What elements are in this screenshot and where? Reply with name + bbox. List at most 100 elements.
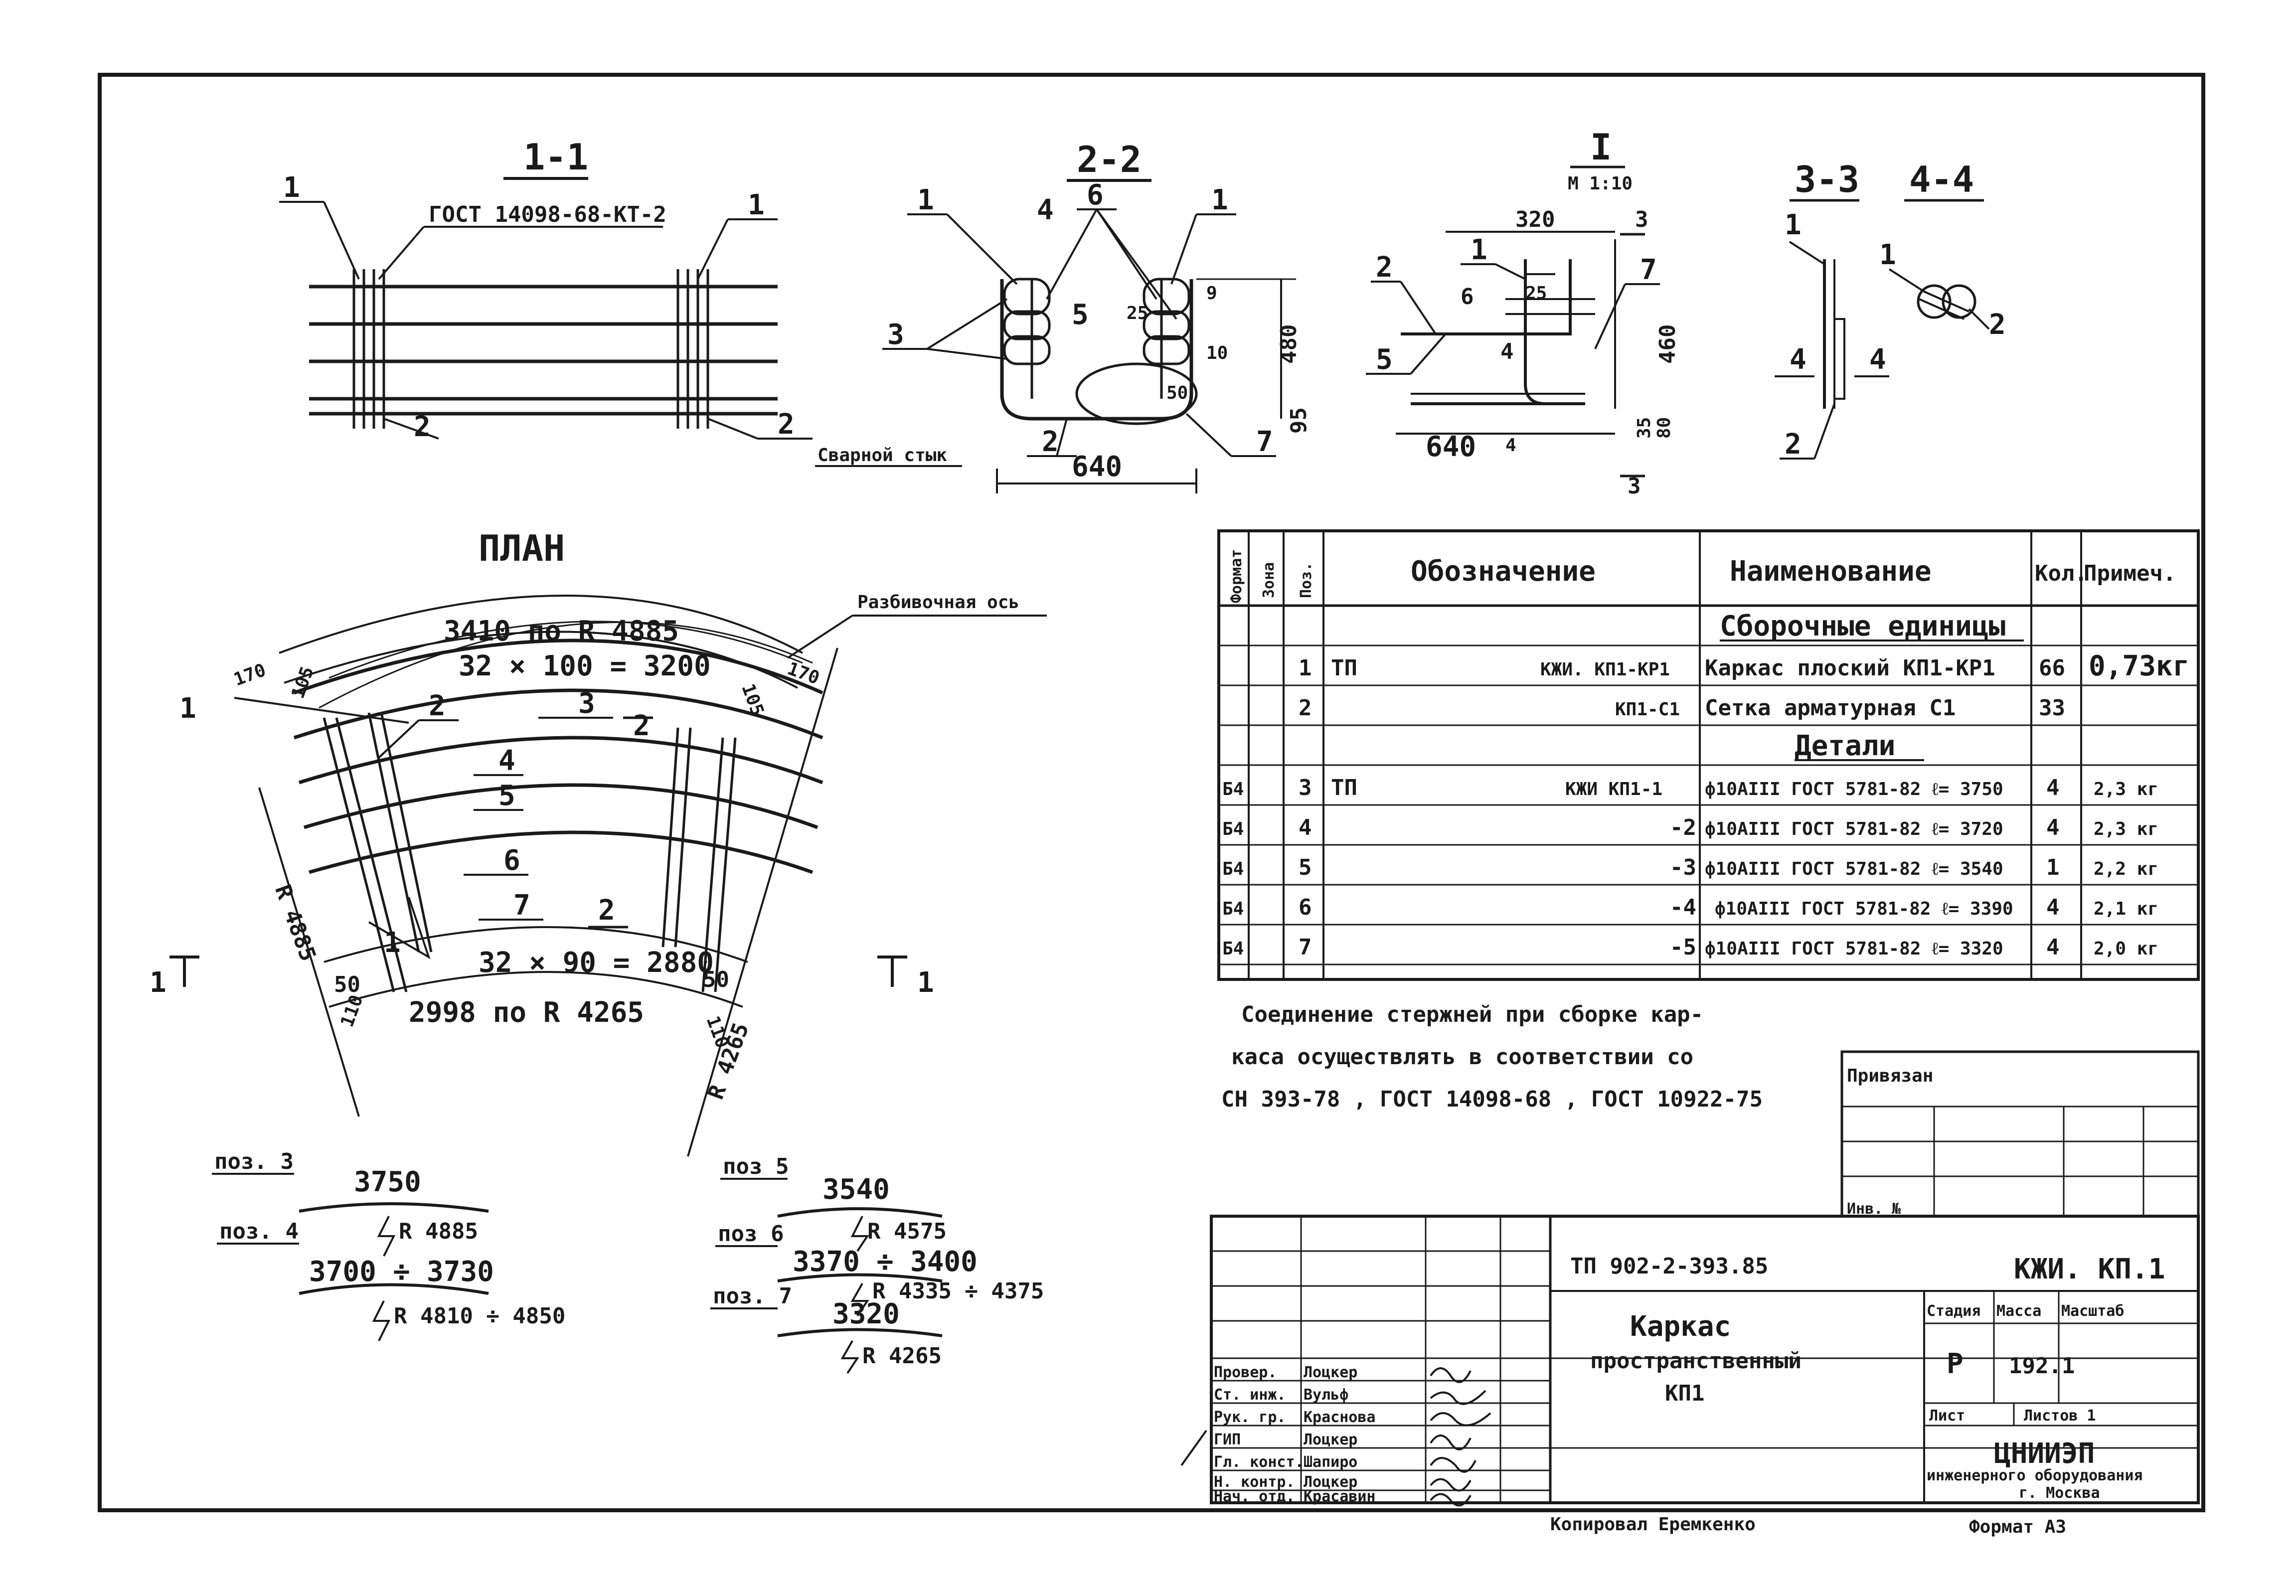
stamp-role-name: Шапиро xyxy=(1304,1453,1357,1471)
stamp-role: Н. контр. xyxy=(1214,1473,1295,1491)
detail-I-dim-320: 320 xyxy=(1515,207,1555,232)
stamp-role-name: Лоцкер xyxy=(1304,1473,1357,1491)
detail-I-label-4: 4 xyxy=(1500,339,1514,364)
bend-r4810: R 4810 ÷ 4850 xyxy=(394,1303,565,1329)
section-2-2: 2-2 1 1 4 6 3 5 25 2 7 xyxy=(882,139,1312,493)
stamp-mass-value: 192.1 xyxy=(2009,1353,2075,1379)
detail-I-title: I xyxy=(1590,126,1612,168)
section-3-3-label-4a: 4 xyxy=(1790,343,1806,376)
plan-label-5: 5 xyxy=(498,780,515,812)
section-1-1-label-1b: 1 xyxy=(748,189,765,221)
bend-len3: 3750 xyxy=(354,1166,421,1198)
detail-I-label-2: 2 xyxy=(1376,251,1393,284)
svg-text:Б4: Б4 xyxy=(1222,859,1244,879)
svg-text:Б4: Б4 xyxy=(1222,819,1244,839)
svg-text:ф10АIII ГОСТ 5781-82 ℓ= 3320: ф10АIII ГОСТ 5781-82 ℓ= 3320 xyxy=(1705,939,2003,959)
svg-text:ТП: ТП xyxy=(1331,655,1357,681)
stamp-role-name: Краснова xyxy=(1304,1409,1376,1426)
svg-text:33: 33 xyxy=(2039,695,2065,721)
spec-row: Б4 6 -4 ф10АIII ГОСТ 5781-82 ℓ= 3390 4 2… xyxy=(1222,895,2158,920)
note-line-3: СН 393-78 , ГОСТ 14098-68 , ГОСТ 10922-7… xyxy=(1221,1087,1763,1112)
svg-text:-5: -5 xyxy=(1670,935,1696,960)
spec-row: Б4 7 -5 ф10АIII ГОСТ 5781-82 ℓ= 3320 4 2… xyxy=(1222,935,2158,960)
stamp-organization-city: г. Москва xyxy=(2019,1484,2100,1502)
bend-pos4-label: поз. 4 xyxy=(219,1219,299,1244)
sheet-frame xyxy=(98,73,2205,1512)
stamp-sheets-header: Листов 1 xyxy=(2024,1407,2096,1425)
plan-dim-170a: 170 xyxy=(231,660,269,690)
stamp-role-name: Красавин xyxy=(1304,1488,1376,1505)
plan-inner-division-dim: 32 × 90 = 2880 xyxy=(479,947,714,979)
bend-r4885: R 4885 xyxy=(399,1219,478,1244)
section-1-1-label-1a: 1 xyxy=(283,171,300,204)
plan-inner-arc-dim: 2998 по R 4265 xyxy=(409,996,644,1029)
section-2-2-dim-50: 50 xyxy=(1166,383,1188,403)
plan-section-mark-mid2: 2 xyxy=(598,894,615,927)
spec-row: Б4 5 -3 ф10АIII ГОСТ 5781-82 ℓ= 3540 1 2… xyxy=(1222,855,2158,880)
svg-text:2,3 кг: 2,3 кг xyxy=(2094,819,2158,839)
attached-label: Привязан xyxy=(1847,1066,1933,1086)
bend-pos7-label: поз. 7 xyxy=(713,1283,792,1309)
section-3-3-label-2: 2 xyxy=(1785,428,1802,461)
bend-pos5-label: поз 5 xyxy=(723,1154,789,1179)
detail-I-dim-35: 35 xyxy=(1634,417,1654,439)
stamp-title-line-3: КП1 xyxy=(1665,1381,1704,1406)
svg-text:2: 2 xyxy=(1299,695,1312,721)
svg-text:4: 4 xyxy=(2046,815,2060,840)
spec-header-name: Наименование xyxy=(1730,555,1932,588)
svg-text:ф10АIII ГОСТ 5781-82 ℓ= 3390: ф10АIII ГОСТ 5781-82 ℓ= 3390 xyxy=(1715,899,2013,919)
section-1-1-label-2b: 2 xyxy=(778,408,795,441)
bend-scheme-left: поз. 3 3750 поз. 4 R 4885 3700 ÷ 3730 R … xyxy=(212,1149,565,1341)
spec-header-note: Примеч. xyxy=(2084,561,2176,586)
svg-text:4: 4 xyxy=(2046,935,2060,960)
spec-header-pos: Поз. xyxy=(1298,562,1315,598)
detail-I-label-7: 7 xyxy=(1640,254,1657,286)
detail-I-label-3: 3 xyxy=(1635,207,1648,232)
bend-pos6-label: поз 6 xyxy=(718,1221,784,1247)
section-2-2-label-5: 5 xyxy=(1072,299,1089,331)
section-2-2-label-7: 7 xyxy=(1256,426,1273,458)
svg-text:2,0 кг: 2,0 кг xyxy=(2094,939,2158,959)
bend-pos3-label: поз. 3 xyxy=(214,1149,294,1174)
stamp-document-code: ТП 902-2-393.85 xyxy=(1570,1254,1768,1279)
section-2-2-label-3: 3 xyxy=(887,319,904,351)
bend-len4: 3700 ÷ 3730 xyxy=(309,1256,494,1288)
section-2-2-label-4: 4 xyxy=(1037,194,1054,226)
footer-format: Формат А3 xyxy=(1969,1517,2066,1537)
svg-text:ф10АIII ГОСТ 5781-82 ℓ= 3540: ф10АIII ГОСТ 5781-82 ℓ= 3540 xyxy=(1705,859,2003,879)
svg-text:2,2 кг: 2,2 кг xyxy=(2094,859,2158,879)
svg-text:66: 66 xyxy=(2039,655,2065,681)
section-3-3-label-4b: 4 xyxy=(1869,343,1886,376)
svg-text:0,73кг: 0,73кг xyxy=(2089,650,2189,682)
plan-radius-outer: R 4885 xyxy=(270,881,321,964)
attached-box: Привязан Инв. № xyxy=(1840,1050,2200,1218)
section-2-2-dim-480: 480 xyxy=(1276,324,1302,364)
plan-dim-110a: 110 xyxy=(337,992,367,1030)
detail-I-dim-25: 25 xyxy=(1525,283,1547,304)
svg-text:1: 1 xyxy=(2046,855,2060,880)
plan-label-1: 1 xyxy=(179,692,196,725)
stamp-role: ГИП xyxy=(1214,1431,1241,1448)
plan-section-mark-right: 1 xyxy=(917,966,934,999)
section-3-3: 3-3 1 4 4 2 xyxy=(1775,159,1889,461)
section-4-4-title: 4-4 xyxy=(1909,159,1974,200)
section-4-4: 4-4 1 2 xyxy=(1879,159,2006,341)
stamp-role: Нач. отд. xyxy=(1214,1488,1295,1505)
stamp-role: Рук. гр. xyxy=(1214,1409,1286,1426)
detail-I-label-3b: 3 xyxy=(1628,474,1641,499)
svg-text:ТП: ТП xyxy=(1331,775,1357,800)
spec-row: 2 КП1-С1 Сетка арматурная С1 33 xyxy=(1299,695,2065,721)
spec-row: Б4 3 ТП КЖИ КП1-1 ф10АIII ГОСТ 5781-82 ℓ… xyxy=(1222,775,2158,800)
plan-label-7: 7 xyxy=(513,889,530,922)
svg-text:ф10АIII ГОСТ 5781-82 ℓ= 3750: ф10АIII ГОСТ 5781-82 ℓ= 3750 xyxy=(1705,779,2003,799)
stamp-mass-header: Масса xyxy=(1996,1302,2041,1320)
section-1-1-title: 1-1 xyxy=(523,136,588,178)
section-2-2-label-2: 2 xyxy=(1042,426,1059,458)
svg-text:Б4: Б4 xyxy=(1222,899,1244,919)
svg-text:4: 4 xyxy=(2046,895,2060,920)
svg-text:7: 7 xyxy=(1299,935,1312,960)
plan-section-mark-mid: 2 xyxy=(633,710,650,742)
detail-I-label-1: 1 xyxy=(1471,234,1487,266)
note-line-1: Соединение стержней при сборке кар- xyxy=(1241,1002,1703,1027)
